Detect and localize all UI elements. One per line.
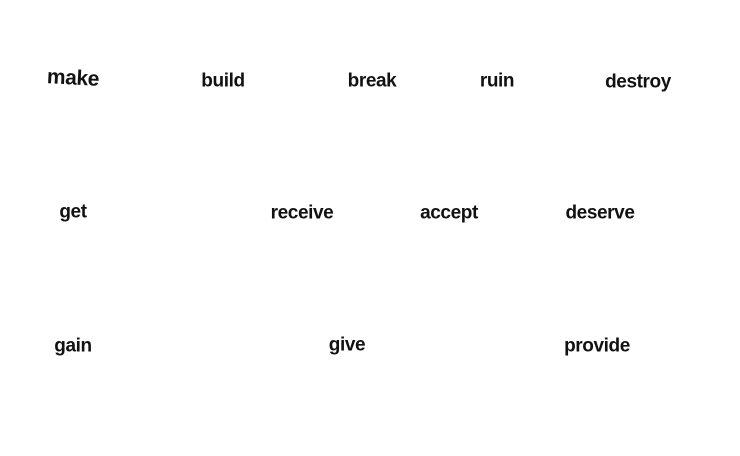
word-ruin: ruin [479, 70, 515, 92]
word-break: break [347, 70, 397, 92]
word-destroy: destroy [605, 71, 671, 93]
word-receive: receive [270, 202, 334, 224]
word-give: give [328, 334, 366, 356]
word-deserve: deserve [565, 202, 635, 224]
word-build: build [201, 70, 245, 92]
word-provide: provide [564, 335, 630, 357]
word-get: get [59, 201, 87, 223]
word-gain: gain [54, 335, 92, 357]
word-make: make [46, 65, 100, 91]
word-accept: accept [420, 202, 478, 224]
